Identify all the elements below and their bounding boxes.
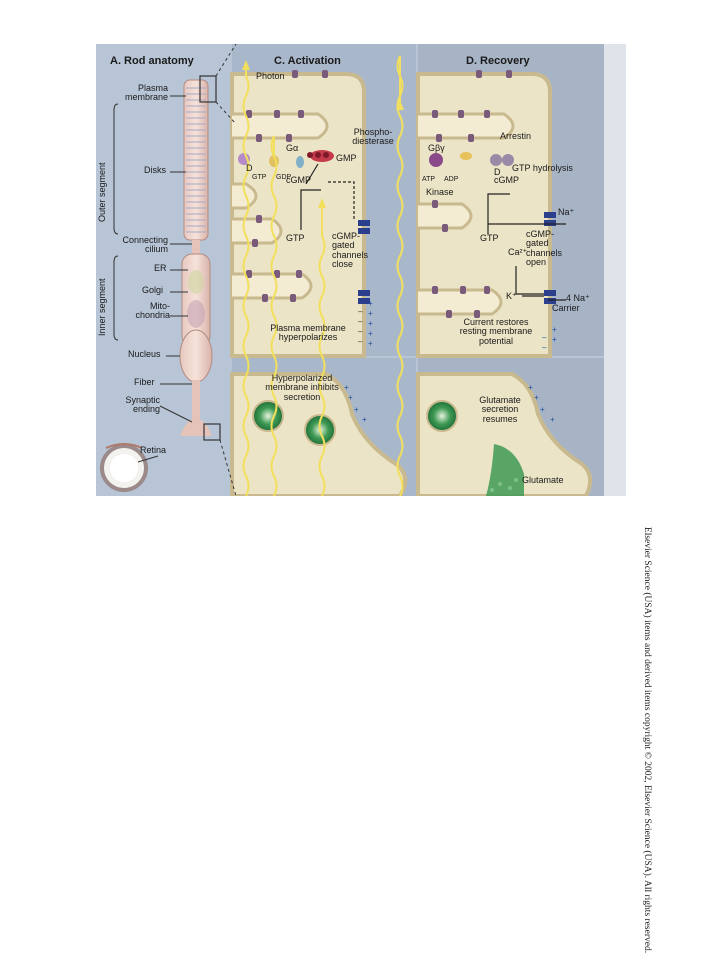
label-carrier: Carrier: [552, 304, 580, 313]
figure: +++++ –––– ++++: [96, 44, 626, 496]
svg-text:+: +: [368, 339, 373, 348]
label-gtp-hydrolysis: GTP hydrolysis: [512, 164, 573, 173]
label-adp: ADP: [444, 176, 458, 183]
label-mitochondria: Mito- chondria: [118, 302, 170, 321]
label-current-restores: Current restores resting membrane potent…: [446, 318, 546, 346]
svg-text:–: –: [358, 307, 363, 316]
label-glutamate: Glutamate: [522, 476, 564, 485]
rod-cell: [180, 76, 220, 440]
label-atp: ATP: [422, 176, 435, 183]
label-arrestin: Arrestin: [500, 132, 531, 141]
label-cgmp-d: cGMP: [494, 176, 519, 185]
label-channels-open: cGMP- gated channels open: [526, 230, 562, 268]
label-synaptic-ending: Synaptic ending: [104, 396, 160, 415]
label-cgmp-c: cGMP: [286, 176, 311, 185]
svg-text:+: +: [534, 393, 539, 402]
copyright-strip: [604, 44, 626, 496]
panel-a-title: A. Rod anatomy: [110, 56, 194, 68]
label-gmp: GMP: [336, 154, 357, 163]
label-plasma-membrane: Plasma membrane: [120, 84, 168, 103]
label-inner-segment: Inner segment: [98, 278, 107, 336]
label-na-plus: Na⁺: [558, 208, 574, 217]
label-disks: Disks: [144, 166, 166, 175]
label-g-alpha: Gα: [286, 144, 298, 153]
panel-d-title: D. Recovery: [466, 56, 530, 68]
label-outer-segment: Outer segment: [98, 162, 107, 222]
label-g-beta-gamma: Gβγ: [428, 144, 445, 153]
figure-drawing: +++++ –––– ++++: [96, 44, 626, 496]
label-channels-close: cGMP- gated channels close: [332, 232, 368, 270]
label-er: ER: [154, 264, 167, 273]
label-gtp-small: GTP: [252, 174, 266, 181]
label-photon: Photon: [256, 72, 285, 81]
svg-text:+: +: [528, 383, 533, 392]
label-kinase: Kinase: [426, 188, 454, 197]
label-ca: Ca²⁺: [508, 248, 527, 257]
svg-text:+: +: [552, 325, 557, 334]
label-d-c: D: [246, 164, 253, 173]
svg-text:+: +: [362, 415, 367, 424]
svg-text:+: +: [368, 309, 373, 318]
svg-text:+: +: [552, 335, 557, 344]
label-plasma-hyperpolarizes: Plasma membrane hyperpolarizes: [252, 324, 364, 343]
label-connecting-cilium: Connecting cilium: [110, 236, 168, 255]
label-k-plus: K⁺: [506, 292, 517, 301]
copyright-notice: Elsevier Science (USA) items and derived…: [642, 514, 652, 966]
svg-text:+: +: [368, 299, 373, 308]
svg-text:+: +: [368, 329, 373, 338]
recovery-vesicle-1: [427, 401, 457, 431]
label-hyperpolarized-inhibits: Hyperpolarized membrane inhibits secreti…: [252, 374, 352, 402]
svg-text:+: +: [354, 405, 359, 414]
label-fiber: Fiber: [134, 378, 155, 387]
anatomy-leaders: [114, 44, 236, 496]
panel-c-title: C. Activation: [274, 56, 341, 68]
activation-vesicle-1: [253, 401, 283, 431]
label-gtp-d: GTP: [480, 234, 499, 243]
label-retina: Retina: [140, 446, 166, 455]
label-golgi: Golgi: [142, 286, 163, 295]
label-nucleus: Nucleus: [128, 350, 161, 359]
label-glutamate-resumes: Glutamate secretion resumes: [468, 396, 532, 424]
label-phosphodiesterase: Phospho- diesterase: [342, 128, 404, 147]
svg-text:+: +: [550, 415, 555, 424]
label-gtp-c: GTP: [286, 234, 305, 243]
svg-text:+: +: [540, 405, 545, 414]
svg-text:+: +: [368, 319, 373, 328]
